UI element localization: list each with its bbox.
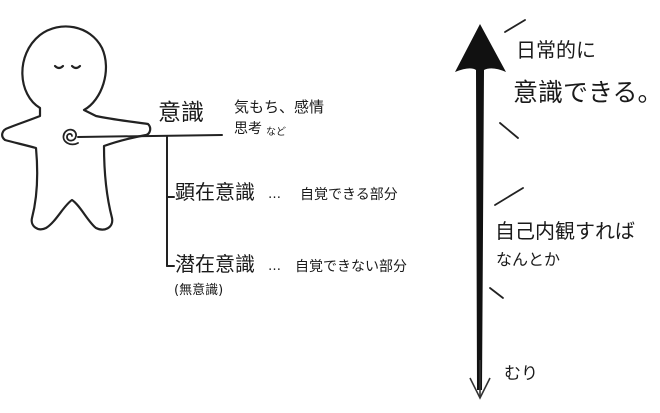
root-note-feelings: 気もち、感情 <box>234 98 325 116</box>
branch-dots: … <box>268 259 281 274</box>
middle-label-line1: 自己内観すれば <box>495 219 635 243</box>
middle-label-line2: なんとか <box>496 250 561 269</box>
top-label-line2: 意識できる。 <box>513 78 660 107</box>
branch-alias-unconscious: (無意識) <box>174 283 224 298</box>
branch-label-conscious: 顕在意識 <box>175 180 255 204</box>
bracket-ticks <box>489 19 526 299</box>
consciousness-arrow <box>455 24 506 400</box>
branch-desc-conscious: 自覚できる部分 <box>300 187 398 203</box>
bottom-label-impossible: むり <box>504 364 538 384</box>
top-label-line1: 日常的に <box>516 38 596 62</box>
root-note-etc: など <box>266 127 286 138</box>
closed-eyes-icon <box>53 64 82 70</box>
root-note-thoughts: 思考 <box>234 121 262 137</box>
root-label-consciousness: 意識 <box>158 100 204 126</box>
person-figure <box>1 25 152 231</box>
spiral-icon <box>62 128 79 146</box>
tree-lines <box>77 134 223 267</box>
branch-dots: … <box>268 187 281 202</box>
branch-label-subconscious: 潜在意識 <box>175 252 255 276</box>
branch-desc-subconscious: 自覚できない部分 <box>295 259 407 275</box>
